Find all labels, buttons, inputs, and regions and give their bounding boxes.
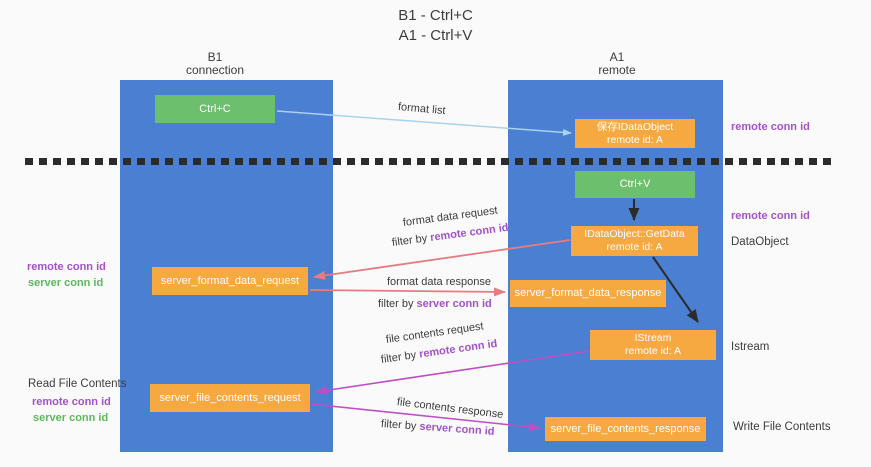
- node-idataobject-getdata: IDataObject::GetData remote id: A: [571, 226, 698, 256]
- filter-by-server-conn-id-label-2: filter by server conn id: [381, 418, 495, 438]
- left-column-header: B1 connection: [155, 51, 275, 77]
- right-write-file-contents-label: Write File Contents: [733, 421, 831, 433]
- filter-by-server-conn-id-label-1: filter by server conn id: [378, 298, 492, 310]
- left-read-file-contents-label: Read File Contents: [28, 378, 127, 390]
- format-list-label: format list: [397, 101, 447, 118]
- node-getdata-line1: IDataObject::GetData: [584, 228, 685, 240]
- format-data-response-label: format data response: [387, 276, 491, 288]
- left-column-role: connection: [185, 63, 245, 77]
- node-file-response-label: server_file_contents_response: [550, 422, 701, 435]
- right-column-name: A1: [609, 50, 625, 64]
- node-ctrl-v: Ctrl+V: [575, 171, 695, 198]
- right-istream-label: Istream: [731, 341, 770, 353]
- node-ctrl-c-label: Ctrl+C: [199, 102, 231, 115]
- right-dataobject-label: DataObject: [731, 236, 789, 248]
- left-remote-conn-id-top: remote conn id: [27, 261, 106, 273]
- node-server-file-contents-response: server_file_contents_response: [545, 417, 706, 441]
- title-line-1: B1 - Ctrl+C: [398, 7, 473, 24]
- diagram-title: B1 - Ctrl+C A1 - Ctrl+V: [0, 6, 871, 46]
- node-server-format-data-request: server_format_data_request: [152, 267, 308, 295]
- node-istream: IStream remote id: A: [590, 330, 716, 360]
- server-conn-id-text: server conn id: [419, 420, 495, 438]
- filter-by-text: filter by: [391, 232, 428, 249]
- server-conn-id-text: server conn id: [416, 298, 492, 310]
- node-ctrl-v-label: Ctrl+V: [619, 178, 651, 190]
- left-remote-conn-id-bottom: remote conn id: [32, 396, 111, 408]
- left-server-conn-id-top: server conn id: [28, 277, 104, 289]
- left-column-name: B1: [207, 50, 223, 64]
- node-server-file-contents-request: server_file_contents_request: [150, 384, 310, 412]
- filter-by-text: filter by: [380, 349, 417, 366]
- node-save-dataobject-line2: remote id: A: [606, 133, 664, 146]
- filter-by-text: filter by: [380, 418, 417, 433]
- node-save-dataobject: 保存IDataObject remote id: A: [575, 119, 695, 148]
- right-column-role: remote: [598, 63, 636, 77]
- node-istream-line1: IStream: [634, 332, 672, 344]
- right-column-header: A1 remote: [557, 51, 677, 77]
- node-file-request-label: server_file_contents_request: [159, 391, 301, 404]
- node-istream-line2: remote id: A: [624, 345, 682, 357]
- node-getdata-line2: remote id: A: [606, 241, 663, 253]
- node-save-dataobject-line1: 保存IDataObject: [596, 120, 674, 133]
- format-data-response-arrow: [309, 287, 506, 297]
- remote-conn-id-text: remote conn id: [429, 221, 510, 244]
- title-line-2: A1 - Ctrl+V: [398, 27, 473, 44]
- node-ctrl-c: Ctrl+C: [155, 95, 275, 123]
- file-contents-response-label: file contents response: [396, 396, 504, 421]
- filter-by-text: filter by: [378, 298, 414, 310]
- node-format-response-label: server_format_data_response: [514, 287, 662, 299]
- left-server-conn-id-bottom: server conn id: [33, 412, 109, 424]
- remote-conn-id-text: remote conn id: [418, 337, 499, 361]
- node-server-format-data-response: server_format_data_response: [510, 280, 666, 307]
- dashed-separator-line: [25, 158, 832, 165]
- right-remote-conn-id-top: remote conn id: [731, 121, 810, 133]
- node-format-request-label: server_format_data_request: [160, 274, 300, 287]
- right-remote-conn-id-mid: remote conn id: [731, 210, 810, 222]
